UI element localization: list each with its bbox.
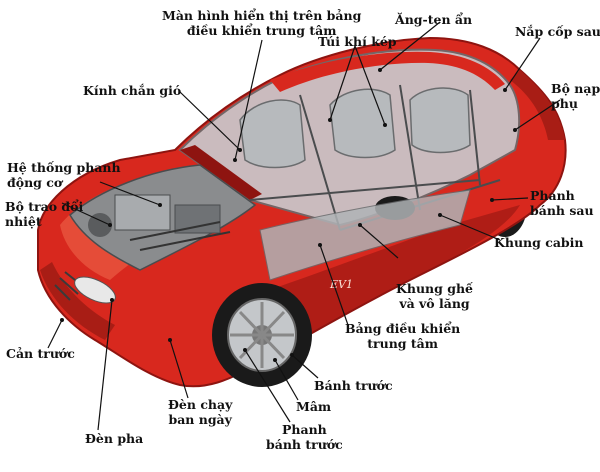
interior xyxy=(239,87,471,169)
label-cabin-frame: Khung cabin xyxy=(494,235,584,250)
label-front-wheel: Bánh trước xyxy=(314,378,393,393)
label-front-bumper: Cản trước xyxy=(6,346,75,361)
label-center-console: Bảng điều khiển trung tâm xyxy=(345,321,461,351)
front-wheel xyxy=(212,283,312,387)
label-dash-display: Màn hình hiển thị trên bảng điều khiển t… xyxy=(162,8,362,38)
engine-bay xyxy=(69,164,257,271)
label-rim: Mâm xyxy=(296,399,332,414)
label-front-brake: Phanh bánh trước xyxy=(266,422,343,452)
label-seat-frame: Khung ghế và vô lăng xyxy=(396,281,474,311)
headlight-shape xyxy=(74,276,116,304)
label-windshield: Kính chắn gió xyxy=(83,83,182,98)
leader-dots xyxy=(60,68,517,362)
label-rear-brake: Phanh bánh sau xyxy=(530,188,594,218)
label-aux-battery: Bộ nạp phụ xyxy=(551,81,600,111)
label-dual-airbag: Túi khí kép xyxy=(318,34,397,49)
label-heat-exchanger: Bộ trao đổi nhiệt xyxy=(5,199,84,229)
label-engine-brake: Hệ thống phanh động cơ xyxy=(7,160,121,190)
label-drl: Đèn chạy ban ngày xyxy=(168,397,233,427)
front-bumper-shape xyxy=(40,262,115,340)
label-headlight: Đèn pha xyxy=(85,431,144,446)
label-trunk-lid: Nắp cốp sau xyxy=(515,24,600,39)
leader-lines xyxy=(47,21,561,431)
label-hidden-antenna: Ăng-ten ẩn xyxy=(395,12,473,27)
